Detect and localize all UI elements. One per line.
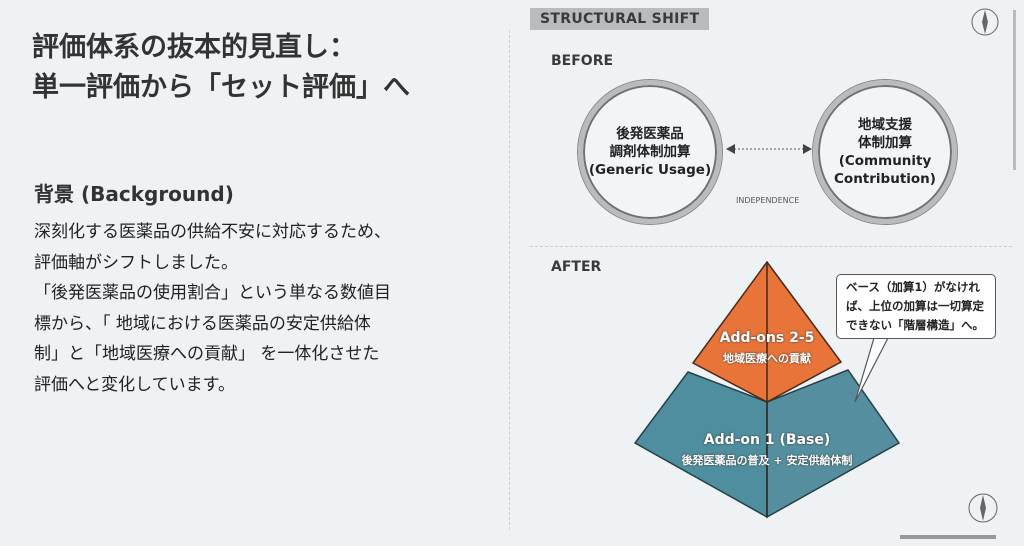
scrollbar[interactable] (1013, 10, 1016, 170)
page-title: 評価体系の抜本的見直し： 単一評価から「セット評価」へ (32, 28, 410, 108)
body-line: 評価へと変化しています。 (34, 374, 235, 395)
circle-text: 体制加算 (858, 135, 912, 151)
before-label: BEFORE (551, 53, 614, 69)
circle-text: (Community (838, 153, 932, 169)
callout-box: ベース（加算1）がなけれ ば、上位の加算は一切算定 できない「階層構造」へ。 (836, 274, 996, 339)
body-line: 制」と「地域医療への貢献」 を一体化させた (34, 344, 380, 364)
circle-text: 地域支援 (858, 117, 912, 133)
after-label: AFTER (551, 259, 602, 275)
generic-usage-circle: 後発医薬品 調剤体制加算 (Generic Usage) (578, 80, 722, 224)
circle-text: 調剤体制加算 (609, 144, 691, 160)
background-body: 深刻化する医薬品の供給不安に対応するため、 評価軸がシフトしました。 「後発医薬… (34, 217, 484, 400)
section-divider (530, 246, 1012, 247)
compass-needle-icon (982, 10, 988, 34)
callout-text: ベース（加算1）がなけれ (846, 280, 980, 294)
background-heading: 背景 (Background) (34, 182, 234, 206)
double-arrow-icon (726, 144, 812, 154)
body-line: 深刻化する医薬品の供給不安に対応するため、 (34, 222, 391, 242)
callout-text: できない「階層構造」へ。 (846, 318, 984, 332)
scale-bar (900, 535, 996, 539)
circle-text: (Generic Usage) (588, 162, 712, 178)
body-line: 標から、「 地域における医薬品の安定供給体 (34, 313, 371, 334)
body-line: 「後発医薬品の使用割合」という単なる数値目 (34, 283, 391, 303)
structural-shift-tag: STRUCTURAL SHIFT (530, 8, 710, 30)
base-subtitle: 後発医薬品の普及 + 安定供給体制 (681, 454, 853, 467)
community-contribution-circle: 地域支援 体制加算 (Community Contribution) (813, 80, 957, 224)
circle-text: 後発医薬品 (616, 126, 684, 142)
title-line-2: 単一評価から「セット評価」へ (32, 72, 410, 103)
independence-label: INDEPENDENCE (736, 196, 800, 205)
title-line-1: 評価体系の抜本的見直し： (32, 32, 356, 63)
addons-title: Add-ons 2-5 (719, 330, 815, 346)
circle-text: Contribution) (834, 171, 936, 187)
addons-subtitle: 地域医療への貢献 (723, 352, 811, 365)
body-line: 評価軸がシフトしました。 (34, 252, 238, 273)
callout-text: ば、上位の加算は一切算定 (846, 299, 984, 313)
compass-needle-icon (980, 495, 986, 521)
base-title: Add-on 1 (Base) (703, 432, 831, 448)
callout-tail (854, 337, 889, 403)
divider (509, 30, 510, 530)
compass-icon (968, 8, 999, 523)
